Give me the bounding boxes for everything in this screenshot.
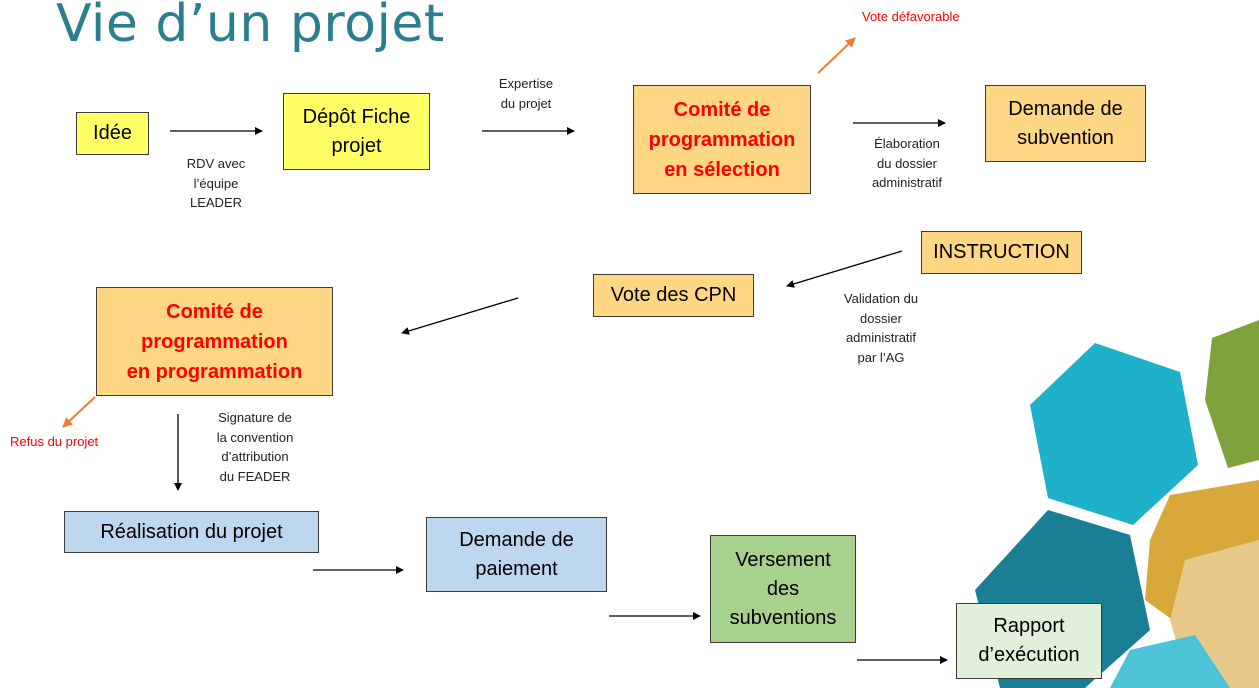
- label-expertise: Expertise du projet: [498, 76, 554, 111]
- node-realisation: Réalisation du projet: [64, 511, 319, 553]
- node-vote-cpn: Vote des CPN: [593, 274, 754, 317]
- hexagon-cyan: [1110, 635, 1230, 688]
- node-rapport: Rapport d’exécution: [956, 603, 1102, 679]
- node-idee: Idée: [76, 112, 149, 155]
- label-rdv: RDV avec l’équipe LEADER: [186, 156, 246, 210]
- hexagon-teal: [1030, 343, 1198, 525]
- page-title: Vie d’un projet: [56, 0, 445, 54]
- label-elaboration: Élaboration du dossier administratif: [871, 136, 943, 190]
- arrow-refus: [62, 396, 96, 428]
- arrow-vote-defavorable: [817, 37, 856, 74]
- arrow-vote-to-comite-programmation: [401, 297, 519, 335]
- node-demande-paiement: Demande de paiement: [426, 517, 607, 592]
- node-instruction: INSTRUCTION: [921, 231, 1082, 274]
- label-validation: Validation du dossier administratif par …: [843, 291, 919, 365]
- label-vote-defavorable: Vote défavorable: [862, 9, 960, 24]
- label-signature: Signature de la convention d’attribution…: [216, 410, 294, 484]
- node-comite-programmation: Comité de programmation en programmation: [96, 287, 333, 396]
- node-comite-selection: Comité de programmation en sélection: [633, 85, 811, 194]
- label-refus: Refus du projet: [10, 434, 99, 449]
- node-versement: Versement des subventions: [710, 535, 856, 643]
- node-demande-subvention: Demande de subvention: [985, 85, 1146, 162]
- hexagon-green: [1205, 320, 1259, 468]
- arrow-instruction-to-vote: [786, 250, 903, 288]
- node-depot-fiche: Dépôt Fiche projet: [283, 93, 430, 170]
